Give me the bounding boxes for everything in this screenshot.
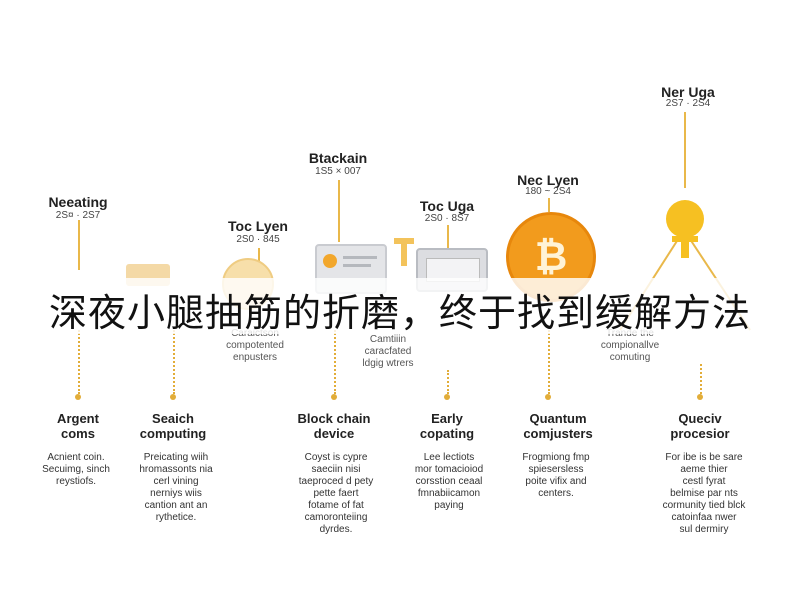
milestone-6-desc: For ibe is be sare aeme thier cestl fyra… xyxy=(662,452,746,535)
milestone-6-title: Queciv procesior xyxy=(670,411,730,441)
top-label-6-date: 2S7 · 2S4 xyxy=(665,98,711,109)
top-label-6-title: Ner Uga xyxy=(661,84,715,100)
timeline-dot-2 xyxy=(170,394,176,400)
quantum-processor-stem-icon xyxy=(681,240,689,258)
milestone-2-desc: Preicating wiih hromassonts nia cerl vin… xyxy=(139,452,213,523)
milestone-5-desc: Frogmiong fmp spiesersless poite vifix a… xyxy=(522,452,590,499)
timeline-dot-3 xyxy=(331,394,337,400)
dotted-line-4 xyxy=(447,370,449,394)
mid-text-2: Camtiiin caracfated ldgig wtrers xyxy=(362,334,414,369)
quantum-processor-icon xyxy=(666,200,704,238)
milestone-3-desc: Coyst is cypre saeciin nisi taeproced d … xyxy=(298,452,374,535)
milestone-1-title: Argent coms xyxy=(57,411,99,441)
timeline-dot-1 xyxy=(75,394,81,400)
timeline-dot-4 xyxy=(444,394,450,400)
connector-line-6 xyxy=(684,112,686,188)
milestone-4-title: Early copating xyxy=(419,411,475,441)
milestone-3-title: Block chain device xyxy=(297,411,371,441)
connector-line-2 xyxy=(258,248,260,268)
dotted-line-6 xyxy=(700,364,702,394)
milestone-5-title: Quantum comjusters xyxy=(523,411,593,441)
quantum-processor-stand-icon xyxy=(672,236,698,242)
timeline-dot-5 xyxy=(545,394,551,400)
connector-line-3 xyxy=(338,180,340,242)
early-computing-letter-icon xyxy=(394,238,414,266)
dotted-line-3 xyxy=(334,330,336,394)
timeline-dot-6 xyxy=(697,394,703,400)
headline-backdrop xyxy=(0,278,800,334)
top-label-4-title: Toc Uga xyxy=(419,198,475,214)
top-label-2-date: 2S0 · 845 xyxy=(236,234,280,245)
connector-line-4 xyxy=(447,225,449,249)
top-label-5-title: Nec Lyen xyxy=(517,172,579,188)
milestone-1-desc: Acnient coin. Secuimg, sinch reystiofs. xyxy=(42,452,110,487)
milestone-2-title: Seaich computing xyxy=(139,411,207,441)
top-label-2-title: Toc Lyen xyxy=(228,218,288,234)
top-label-1-title: Neeating xyxy=(48,194,108,210)
top-label-1-date: 2S¤ · 2S7 xyxy=(55,210,101,221)
milestone-4-desc: Lee lectiots mor tomacioiod corsstion ce… xyxy=(414,452,484,511)
top-label-4-date: 2S0 · 8S7 xyxy=(424,213,470,224)
headline-text: 深夜小腿抽筋的折磨，终于找到缓解方法 xyxy=(48,291,751,335)
dotted-line-5 xyxy=(548,330,550,394)
dotted-line-2 xyxy=(173,330,175,394)
connector-line-1 xyxy=(78,220,80,270)
top-label-5-date: 180 ~ 2S4 xyxy=(525,186,571,197)
top-label-3-date: 1S5 × 007 xyxy=(315,166,361,177)
dotted-line-1 xyxy=(78,330,80,394)
top-label-3-title: Btackain xyxy=(308,150,368,166)
connector-line-5 xyxy=(548,198,550,212)
